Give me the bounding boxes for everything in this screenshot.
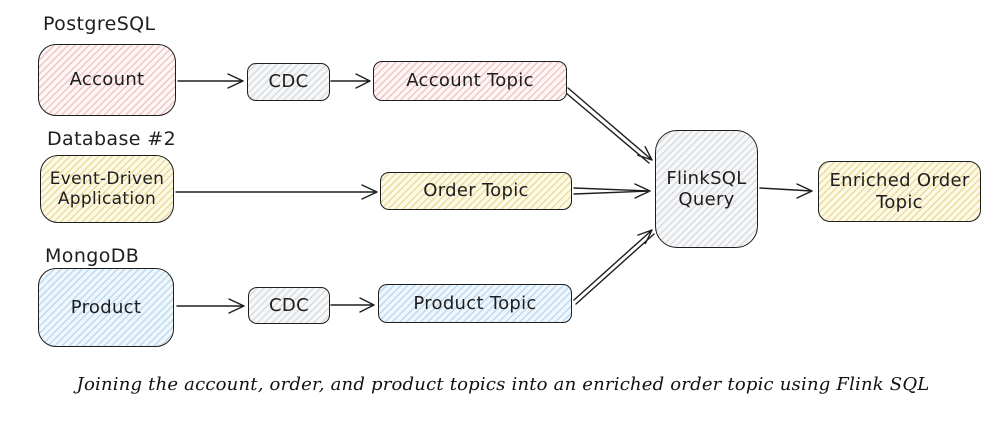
node-enriched-order-topic: Enriched Order Topic <box>818 161 981 222</box>
node-cdc-account: CDC <box>247 63 330 101</box>
node-product: Product <box>38 268 174 347</box>
arrow-product-topic-to-flink <box>573 229 655 305</box>
arrow-account-to-cdc <box>177 73 244 89</box>
arrow-eda-to-order-topic <box>175 184 378 200</box>
node-order-topic: Order Topic <box>380 172 572 210</box>
arrow-account-topic-to-flink <box>565 87 653 164</box>
group-label-postgresql: PostgreSQL <box>43 13 156 35</box>
arrow-cdc-to-account-topic <box>330 73 371 89</box>
node-event-driven-application: Event-Driven Application <box>40 155 174 223</box>
node-account-topic: Account Topic <box>373 61 567 101</box>
group-label-database2: Database #2 <box>47 128 177 150</box>
arrow-order-topic-to-flink <box>573 183 651 199</box>
group-label-mongodb: MongoDB <box>45 245 140 267</box>
node-cdc-product: CDC <box>248 287 330 324</box>
node-account: Account <box>38 44 176 116</box>
arrow-flink-to-enriched <box>759 183 813 199</box>
node-flinksql-query: FlinkSQL Query <box>655 130 758 248</box>
arrow-cdc-to-product-topic <box>330 297 375 313</box>
arrow-product-to-cdc <box>176 298 245 314</box>
node-product-topic: Product Topic <box>378 284 572 323</box>
caption: Joining the account, order, and product … <box>76 374 930 395</box>
